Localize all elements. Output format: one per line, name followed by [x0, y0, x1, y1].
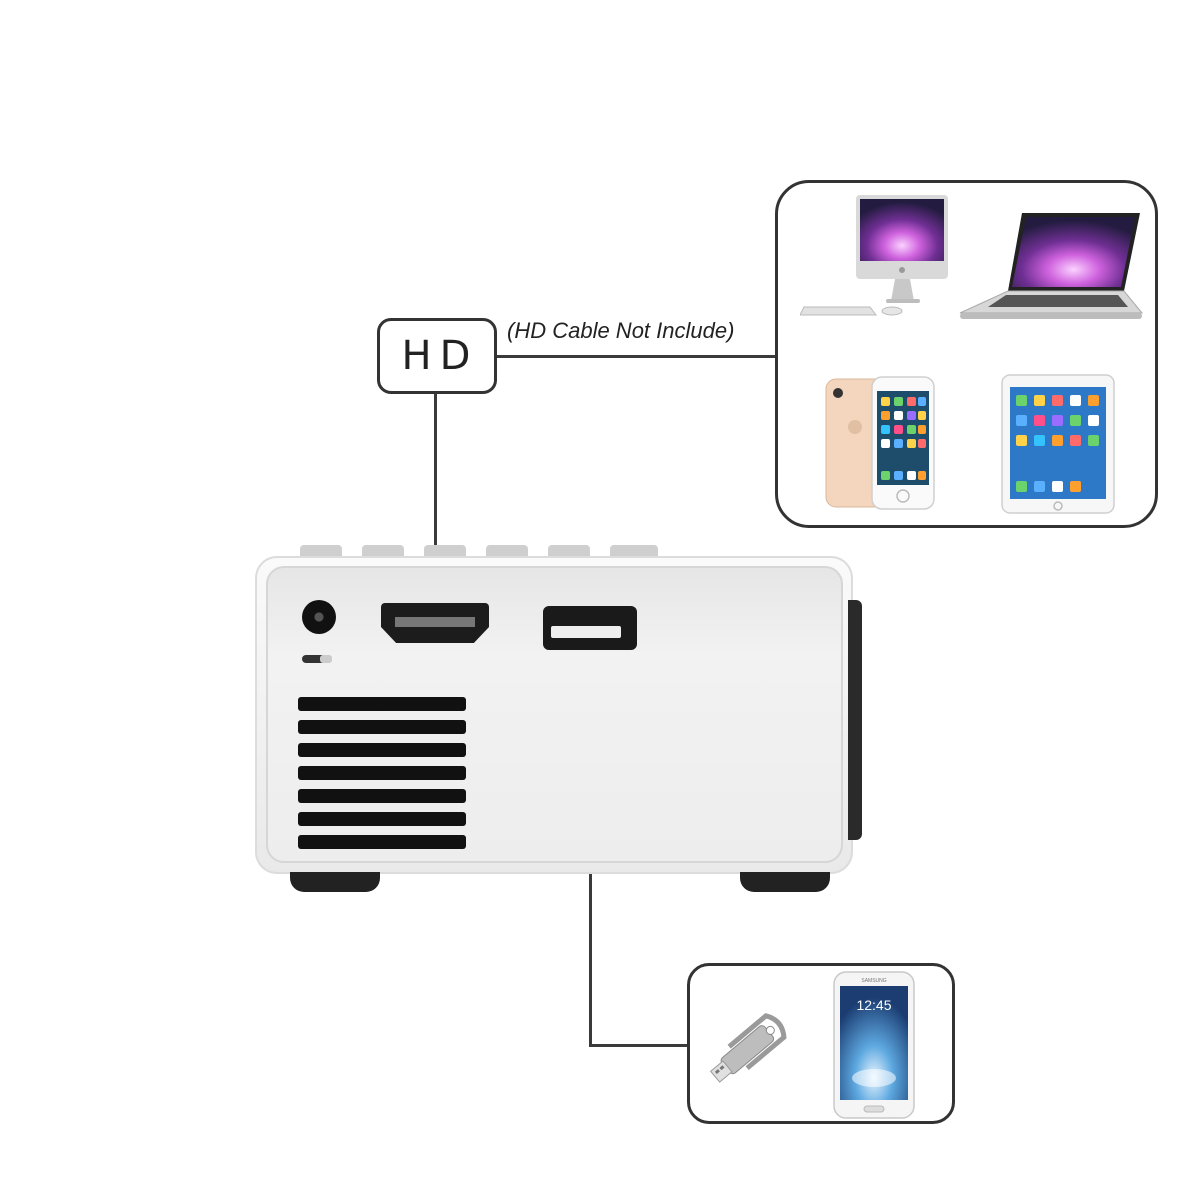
usb-port-icon — [543, 606, 637, 650]
imac-icon — [800, 195, 948, 316]
connector-hd-vertical — [434, 394, 437, 602]
hd-label: HD — [401, 333, 479, 379]
vent-slot — [298, 766, 466, 780]
hdmi-port-icon — [381, 603, 489, 643]
connector-hd-horizontal — [497, 355, 775, 358]
projector-foot-right — [740, 872, 830, 892]
projector-lens-side — [848, 600, 862, 840]
usb-flash-drive-icon — [709, 1013, 787, 1083]
vent-slot — [298, 743, 466, 757]
ipad-icon — [1001, 374, 1115, 514]
phone-time: 12:45 — [856, 997, 891, 1013]
connector-usb-horizontal — [589, 1044, 688, 1047]
vent-slot — [298, 835, 466, 849]
projector-foot-left — [290, 872, 380, 892]
laptop-icon — [959, 213, 1143, 319]
power-switch — [302, 655, 332, 663]
power-jack-icon — [302, 600, 336, 634]
iphone-icon — [825, 376, 935, 510]
vent-slot — [298, 697, 466, 711]
vent-slot — [298, 720, 466, 734]
vent-slot — [298, 812, 466, 826]
hd-source-devices-panel — [775, 180, 1158, 528]
usb-source-devices-panel: SAMSUNG 12:45 — [687, 963, 955, 1124]
projector-top-buttons — [300, 545, 660, 559]
cable-note: (HD Cable Not Include) — [507, 318, 735, 343]
samsung-phone-icon: SAMSUNG 12:45 — [833, 971, 915, 1119]
phone-brand: SAMSUNG — [861, 978, 886, 984]
vent-slot — [298, 789, 466, 803]
hd-label-box: HD — [377, 318, 497, 394]
